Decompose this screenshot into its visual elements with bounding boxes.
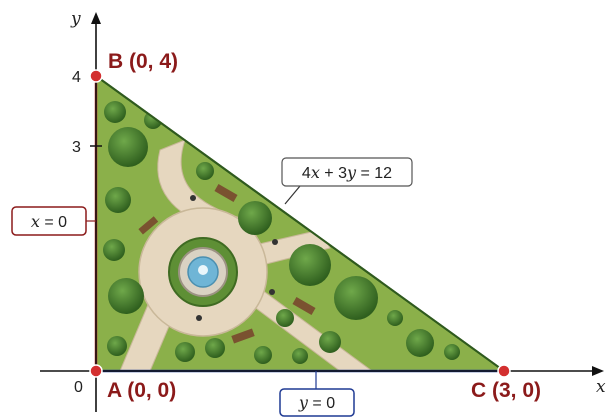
vertex-c-point	[497, 364, 511, 378]
vertex-a-label: A (0, 0)	[107, 379, 176, 402]
vertex-b-point	[89, 69, 103, 83]
tree-icon	[175, 342, 195, 362]
lamp-icon	[272, 239, 278, 245]
tree-icon	[319, 331, 341, 353]
bench-icon	[214, 184, 238, 202]
lamp-icon	[190, 195, 196, 201]
tree-icon	[103, 239, 125, 261]
tree-icon	[108, 278, 144, 314]
horizontal-label-box	[279, 388, 355, 417]
bench-icon	[138, 216, 159, 235]
lamp-icon	[269, 289, 275, 295]
vertex-c-label: C (3, 0)	[471, 379, 541, 402]
tree-icon	[238, 201, 272, 235]
tree-icon	[276, 309, 294, 327]
equation-vertical-callout: x = 0	[11, 206, 96, 236]
tree-icon	[387, 310, 403, 326]
bench-icon	[231, 328, 255, 344]
tree-icon	[196, 162, 214, 180]
lamp-icon	[196, 315, 202, 321]
vertical-label-box	[11, 206, 87, 236]
tree-icon	[444, 344, 460, 360]
y-tick-label-4: 4	[72, 69, 81, 86]
edge-hypotenuse	[95, 75, 505, 372]
tree-icon	[108, 127, 148, 167]
y-axis-arrow	[91, 12, 101, 24]
y-tick-label-3: 3	[72, 139, 81, 156]
tree-icon	[334, 276, 378, 320]
bench-icon	[292, 297, 316, 315]
park-paths	[103, 101, 460, 371]
tree-icon	[254, 346, 272, 364]
equation-horizontal-callout: y = 0	[279, 371, 355, 417]
origin-label: 0	[74, 379, 83, 396]
tree-icon	[107, 336, 127, 356]
x-axis-arrow	[592, 366, 604, 376]
tree-icon	[406, 329, 434, 357]
tree-icon	[105, 187, 131, 213]
tree-icon	[289, 244, 331, 286]
tree-icon	[104, 101, 126, 123]
equation-hypotenuse-callout: 4x + 3y = 12	[281, 157, 413, 205]
vertex-b-label: B (0, 4)	[108, 50, 178, 73]
x-axis-label: x	[596, 377, 606, 397]
horizontal-equation: y = 0	[298, 393, 335, 412]
tree-icon	[205, 338, 225, 358]
vertical-equation: x = 0	[31, 212, 67, 231]
hypotenuse-leader-line	[284, 185, 301, 205]
y-axis-label: y	[70, 9, 81, 29]
hypotenuse-equation: 4x + 3y = 12	[302, 163, 392, 182]
hypotenuse-label-box	[281, 157, 413, 187]
vertices: B (0, 4) A (0, 0) C (3, 0)	[89, 50, 541, 402]
vertex-a-point	[89, 364, 103, 378]
fountain-center	[198, 265, 208, 275]
tree-icon	[292, 348, 308, 364]
